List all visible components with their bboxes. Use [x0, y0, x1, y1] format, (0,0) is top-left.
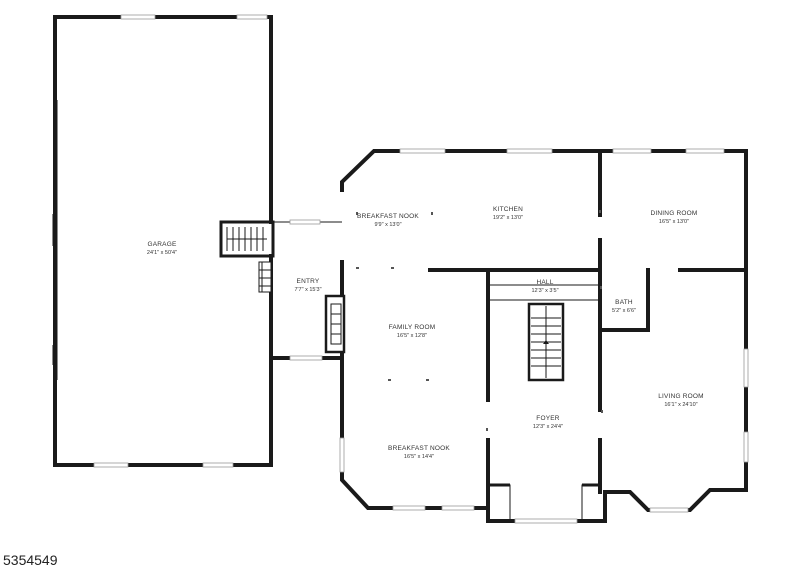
breakfast-nook-upper-name: BREAKFAST NOOK	[357, 213, 419, 220]
room-label-hall: HALL 12'3" x 3'5"	[531, 279, 558, 294]
foyer-dims: 12'3" x 24'4"	[533, 424, 563, 430]
hall-name: HALL	[536, 279, 553, 286]
kitchen-dims: 19'2" x 13'0"	[493, 215, 523, 221]
interior-walls	[428, 149, 748, 521]
garage-name: GARAGE	[147, 241, 176, 248]
family-room-name: FAMILY ROOM	[389, 324, 436, 331]
entry-name: ENTRY	[297, 278, 320, 285]
bath-name: BATH	[615, 299, 633, 306]
living-room-dims: 16'1" x 24'10"	[664, 402, 697, 408]
room-label-family-room: FAMILY ROOM 16'5" x 12'8"	[389, 324, 436, 339]
garage-dims: 24'1" x 50'4"	[147, 250, 177, 256]
hall-dims: 12'3" x 3'5"	[531, 288, 558, 294]
bath-dims: 5'2" x 6'6"	[612, 308, 636, 314]
room-label-breakfast-nook-lower: BREAKFAST NOOK 16'5" x 14'4"	[388, 445, 450, 460]
listing-id: 5354549	[3, 552, 58, 568]
garage-walls	[52, 14, 273, 468]
foyer-stairs	[527, 302, 565, 382]
breakfast-nook-lower-dims: 16'5" x 14'4"	[404, 454, 434, 460]
foyer-name: FOYER	[536, 415, 559, 422]
room-label-garage: GARAGE 24'1" x 50'4"	[147, 241, 177, 256]
room-label-entry: ENTRY 7'7" x 15'3"	[294, 278, 321, 293]
dining-room-name: DINING ROOM	[651, 210, 698, 217]
dining-room-dims: 16'5" x 13'0"	[659, 219, 689, 225]
garage-stairs	[219, 220, 275, 258]
family-room-dims: 16'5" x 12'8"	[397, 333, 427, 339]
room-label-foyer: FOYER 12'3" x 24'4"	[533, 415, 563, 430]
kitchen-name: KITCHEN	[493, 206, 523, 213]
fireplace	[324, 294, 346, 354]
living-room-name: LIVING ROOM	[658, 393, 704, 400]
entry-walls	[258, 219, 344, 361]
room-label-dining-room: DINING ROOM 16'5" x 13'0"	[651, 210, 698, 225]
marker-dots	[356, 210, 603, 431]
room-label-bath: BATH 5'2" x 6'6"	[612, 299, 636, 314]
room-label-breakfast-nook-upper: BREAKFAST NOOK 9'9" x 13'0"	[357, 213, 419, 228]
entry-dims: 7'7" x 15'3"	[294, 287, 321, 293]
house-outer-walls	[339, 148, 749, 524]
room-label-living-room: LIVING ROOM 16'1" x 24'10"	[658, 393, 704, 408]
breakfast-nook-lower-name: BREAKFAST NOOK	[388, 445, 450, 452]
room-label-kitchen: KITCHEN 19'2" x 13'0"	[493, 206, 523, 221]
breakfast-nook-upper-dims: 9'9" x 13'0"	[374, 222, 401, 228]
